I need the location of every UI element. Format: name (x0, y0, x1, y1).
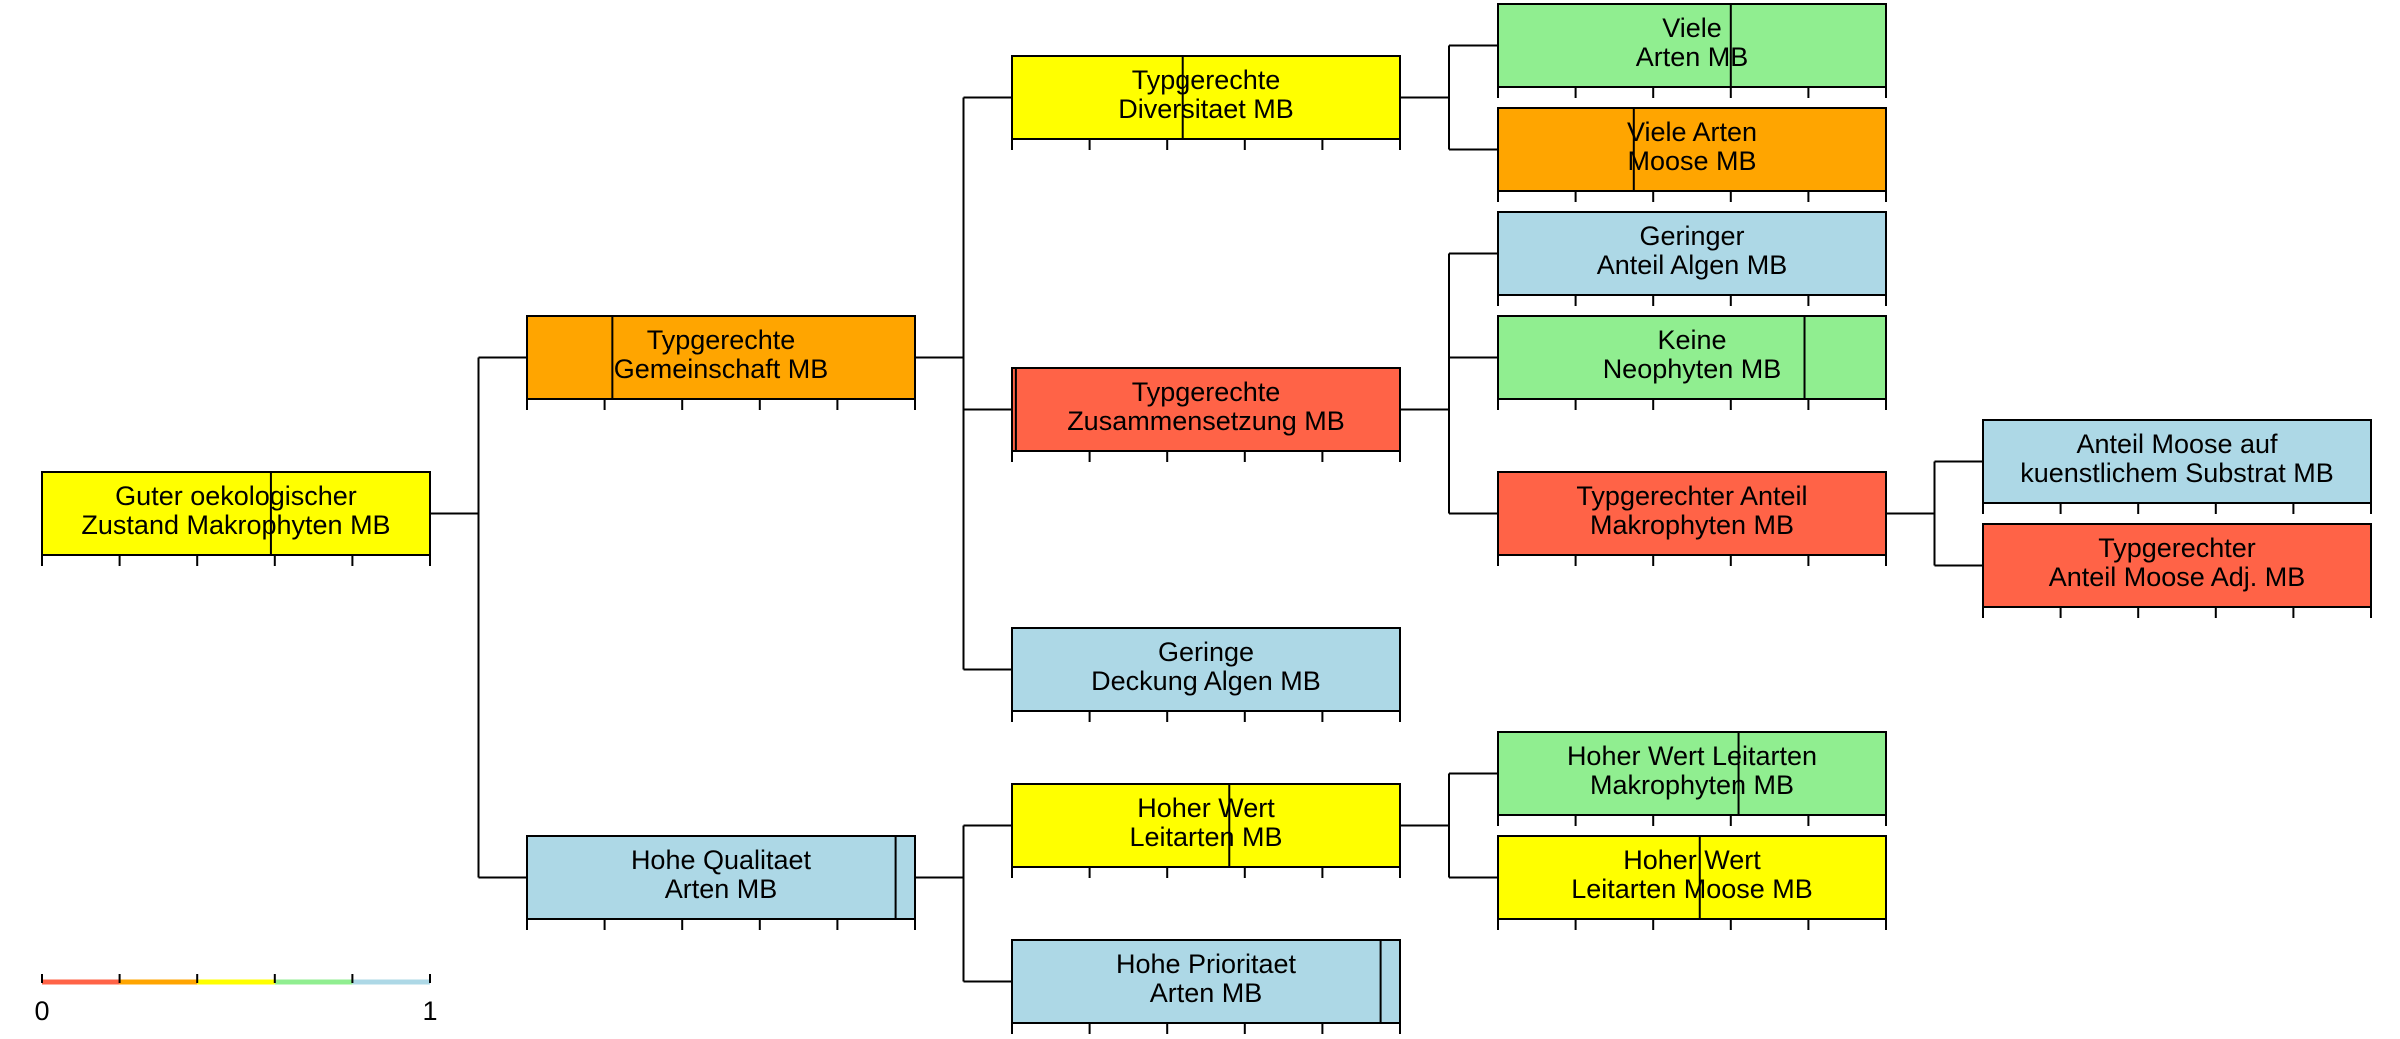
node-box (1011, 367, 1401, 452)
node-box (1497, 315, 1887, 400)
node-label-line1: Hohe Qualitaet (631, 845, 812, 875)
connector-hoher-wert-leitarten (1400, 772, 1498, 879)
node-label-line2: Makrophyten MB (1590, 510, 1794, 540)
node-label-line1: Typgerechte (1132, 65, 1281, 95)
connector-guter-oekologischer-zustand (430, 356, 527, 879)
node-label-line2: Diversitaet MB (1118, 94, 1294, 124)
node-label-line1: Anteil Moose auf (2076, 429, 2278, 459)
node-label-line2: Arten MB (665, 874, 778, 904)
connector-hohe-qualitaet-arten (915, 824, 1012, 983)
node-label-line1: Geringer (1639, 221, 1744, 251)
node-box (1497, 211, 1887, 296)
node-box (1982, 419, 2372, 504)
node-box (1011, 783, 1401, 868)
node-label-line2: Deckung Algen MB (1091, 666, 1321, 696)
node-box (1497, 835, 1887, 920)
node-label-line1: Hoher Wert Leitarten (1567, 741, 1817, 771)
node-box (1011, 627, 1401, 712)
node-label-line1: Hohe Prioritaet (1116, 949, 1297, 979)
node-label-line2: kuenstlichem Substrat MB (2020, 458, 2334, 488)
node-box (1497, 731, 1887, 816)
edges-layer (430, 44, 1983, 983)
connector-typgerechte-gemeinschaft (915, 96, 1012, 671)
node-label-line2: Neophyten MB (1603, 354, 1782, 384)
node-label-line2: Makrophyten MB (1590, 770, 1794, 800)
node-label-line1: Typgerechter Anteil (1576, 481, 1807, 511)
connector-typgerechter-anteil-makrophyten (1886, 460, 1983, 567)
node-label-line2: Moose MB (1627, 146, 1756, 176)
node-label-line2: Anteil Moose Adj. MB (2049, 562, 2306, 592)
scale-max-label: 1 (422, 996, 437, 1026)
node-box (41, 471, 431, 556)
connector-typgerechte-diversitaet (1400, 44, 1498, 151)
node-label-line1: Geringe (1158, 637, 1254, 667)
node-label-line1: Viele Arten (1627, 117, 1757, 147)
node-label-line2: Anteil Algen MB (1597, 250, 1788, 280)
node-label-line2: Zustand Makrophyten MB (81, 510, 390, 540)
node-label-line2: Arten MB (1150, 978, 1263, 1008)
node-label-line1: Hoher Wert (1623, 845, 1761, 875)
connector-typgerechte-zusammensetzung (1400, 252, 1498, 515)
node-box (1982, 523, 2372, 608)
node-box (1011, 55, 1401, 140)
node-label-line2: Zusammensetzung MB (1067, 406, 1345, 436)
node-label-line1: Keine (1657, 325, 1726, 355)
node-label-line2: Gemeinschaft MB (614, 354, 829, 384)
node-label-line1: Typgerechte (1132, 377, 1281, 407)
node-label-line1: Typgerechter (2098, 533, 2256, 563)
node-box (1011, 939, 1401, 1024)
node-box (526, 835, 916, 920)
scale-min-label: 0 (34, 996, 49, 1026)
node-box (1497, 107, 1887, 192)
node-label-line1: Viele (1662, 13, 1722, 43)
node-label-line1: Guter oekologischer (115, 481, 357, 511)
node-label-line1: Typgerechte (647, 325, 796, 355)
color-scale-legend: 0 1 (34, 974, 438, 1026)
node-box (1497, 3, 1887, 88)
node-label-line2: Leitarten MB (1129, 822, 1282, 852)
node-label-line2: Arten MB (1636, 42, 1749, 72)
node-label-line1: Hoher Wert (1137, 793, 1275, 823)
node-box (526, 315, 916, 400)
node-label-line2: Leitarten Moose MB (1571, 874, 1813, 904)
